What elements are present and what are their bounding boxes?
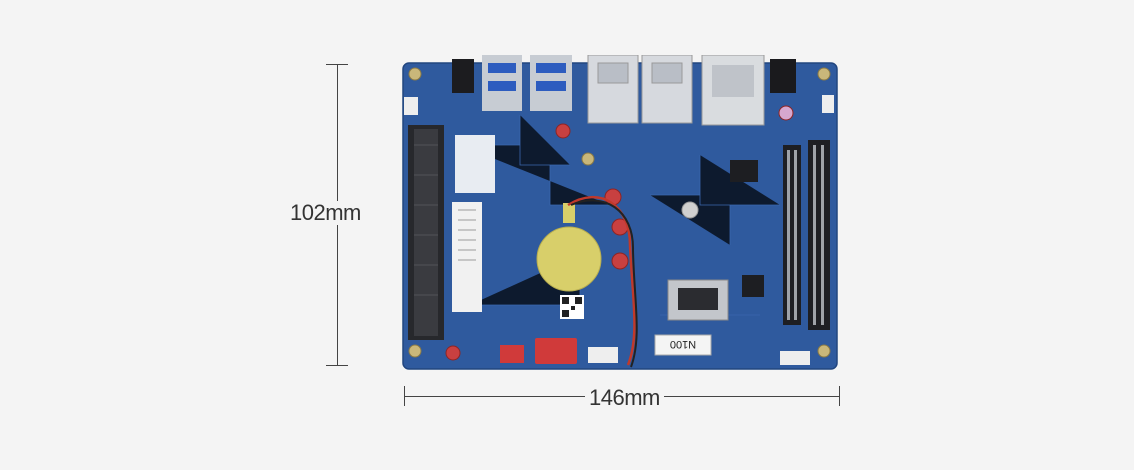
chip-main bbox=[730, 160, 758, 182]
width-dimension-label: 146mm bbox=[585, 386, 664, 410]
dc-jack bbox=[770, 59, 796, 93]
battery-cable-red bbox=[567, 195, 636, 366]
usb-ports bbox=[482, 55, 572, 111]
height-dimension-bottom-tick bbox=[326, 365, 348, 366]
motherboard-drawing: N100 bbox=[402, 55, 838, 370]
width-dimension-right-tick bbox=[839, 386, 840, 406]
cpu-label-box bbox=[654, 334, 712, 356]
header-left bbox=[404, 97, 418, 115]
sticker-barcode bbox=[452, 202, 482, 312]
cmos-battery bbox=[536, 226, 602, 292]
mounting-holes bbox=[408, 67, 831, 358]
capacitor bbox=[681, 201, 699, 219]
header-right bbox=[822, 95, 834, 113]
motherboard-image: N100 bbox=[400, 55, 840, 375]
lan-ports bbox=[587, 55, 693, 124]
audio-jack bbox=[452, 59, 474, 93]
chip-right bbox=[742, 275, 764, 297]
cpu-label-text: N100 bbox=[670, 338, 696, 350]
height-dimension-label: 102mm bbox=[290, 200, 361, 225]
white-connector-bottom-right bbox=[780, 351, 810, 365]
sata-connector bbox=[535, 338, 577, 364]
battery-cable-black bbox=[570, 199, 638, 368]
sticker-top bbox=[455, 135, 495, 193]
white-connector-bottom bbox=[588, 347, 618, 363]
